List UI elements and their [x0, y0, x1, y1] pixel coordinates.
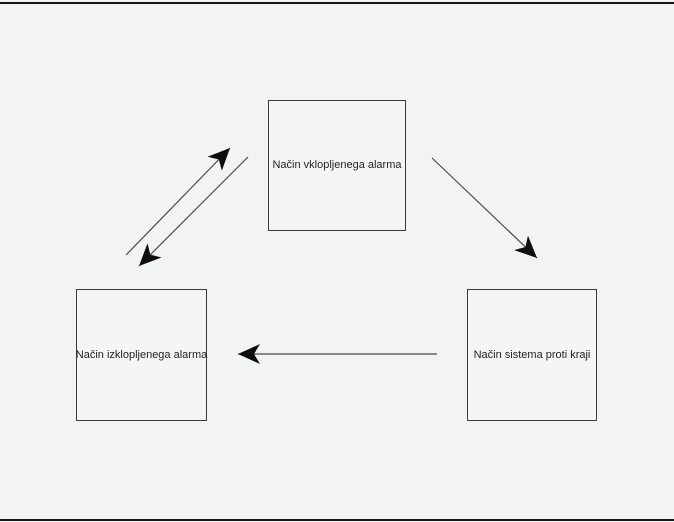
bottom-edge-line — [0, 519, 674, 521]
arrow-disarmed-to-armed-icon — [125, 147, 231, 256]
state-label: Način izklopljenega alarma — [75, 348, 208, 361]
top-edge-line — [0, 2, 674, 4]
arrow-armed-to-anti-theft-icon — [431, 157, 538, 259]
state-box-anti-theft-system: Način sistema proti kraji — [467, 289, 597, 421]
state-box-armed-alarm: Način vklopljenega alarma — [268, 100, 406, 231]
arrow-armed-to-disarmed-icon — [138, 156, 249, 267]
state-box-disarmed-alarm: Način izklopljenega alarma — [76, 289, 207, 421]
state-label: Način sistema proti kraji — [473, 348, 591, 361]
state-label: Način vklopljenega alarma — [272, 159, 402, 171]
